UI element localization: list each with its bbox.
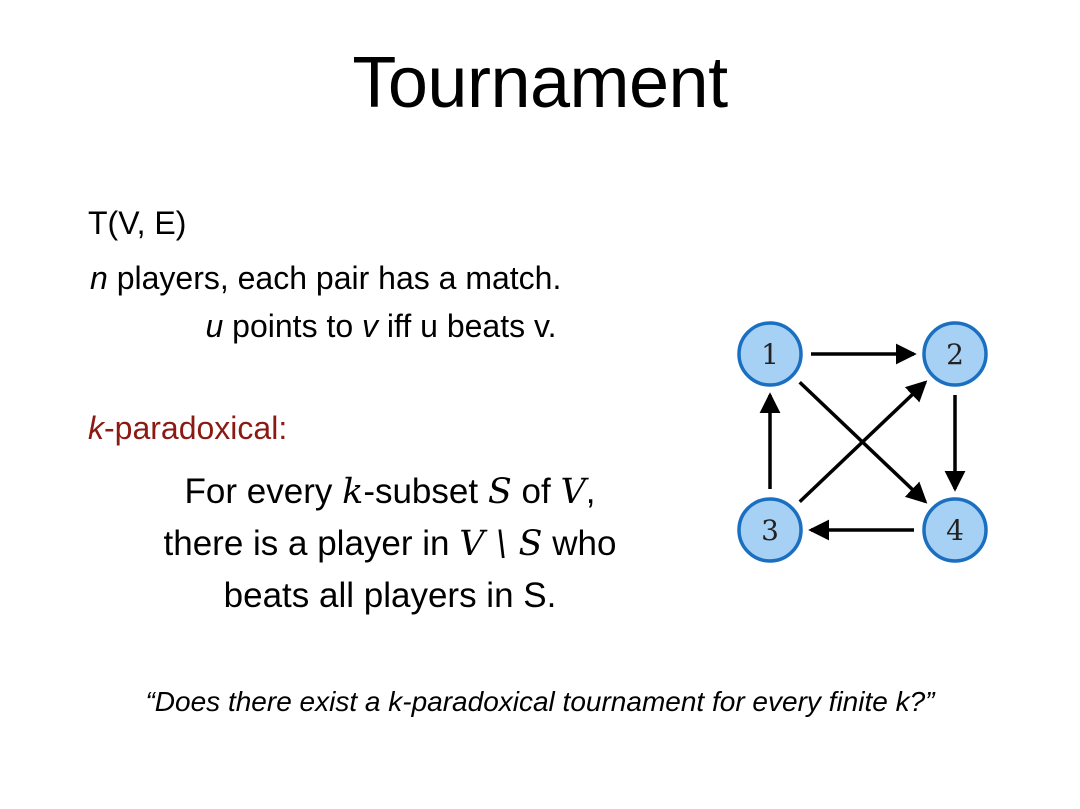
node-circle-4 bbox=[922, 497, 988, 563]
tournament-graph: 1 2 3 4 bbox=[737, 321, 988, 563]
def-text-e: there is a player in bbox=[163, 524, 460, 563]
players-text: players, each pair has a match. bbox=[107, 260, 562, 296]
def-text-b: -subset bbox=[363, 472, 488, 511]
math-k: k bbox=[342, 472, 364, 512]
math-v: V bbox=[560, 472, 586, 512]
definition-line-2: there is a player in V \ S who bbox=[108, 518, 672, 570]
node-circle-3 bbox=[737, 497, 803, 563]
points-rest: iff u beats v. bbox=[378, 308, 557, 344]
def-text-d: , bbox=[585, 472, 596, 511]
node-3: 3 bbox=[737, 497, 803, 563]
node-4: 4 bbox=[922, 497, 988, 563]
math-s: S bbox=[487, 472, 512, 512]
edge-3-to-2 bbox=[798, 380, 928, 504]
node-circle-1 bbox=[737, 321, 803, 387]
math-v-minus-s: V \ S bbox=[459, 524, 543, 564]
node-1: 1 bbox=[737, 321, 803, 387]
tournament-definition: T(V, E) bbox=[88, 205, 187, 241]
node-label-4: 4 bbox=[946, 514, 964, 547]
points-v: v bbox=[362, 308, 379, 344]
edge-group-3-2 bbox=[798, 380, 928, 504]
k-paradoxical-heading: k-paradoxical: bbox=[88, 406, 287, 450]
k-paradoxical-label: -paradoxical: bbox=[104, 410, 288, 446]
points-line: u points to v iff u beats v. bbox=[90, 306, 672, 346]
research-question: “Does there exist a k-paradoxical tourna… bbox=[145, 686, 935, 717]
graph-edges bbox=[759, 343, 966, 541]
definition-line-3: beats all players in S. bbox=[223, 576, 557, 615]
def-text-f: who bbox=[542, 524, 617, 563]
points-u: u bbox=[205, 308, 224, 344]
k-paradoxical-definition: For every k-subset S of V, there is a pl… bbox=[108, 466, 672, 621]
players-variable: n bbox=[90, 260, 108, 296]
node-label-1: 1 bbox=[761, 338, 779, 371]
graph-nodes: 1 2 3 4 bbox=[737, 321, 988, 563]
node-circle-2 bbox=[922, 321, 988, 387]
slide-title: Tournament bbox=[352, 43, 728, 123]
players-line: n players, each pair has a match. bbox=[90, 258, 561, 298]
node-2: 2 bbox=[922, 321, 988, 387]
definition-line-1: For every k-subset S of V, bbox=[108, 466, 672, 518]
k-variable: k bbox=[88, 410, 104, 446]
node-label-2: 2 bbox=[946, 338, 964, 371]
def-text-a: For every bbox=[184, 472, 343, 511]
points-mid: points to bbox=[223, 308, 363, 344]
node-label-3: 3 bbox=[761, 514, 779, 547]
def-text-c: of bbox=[511, 472, 561, 511]
